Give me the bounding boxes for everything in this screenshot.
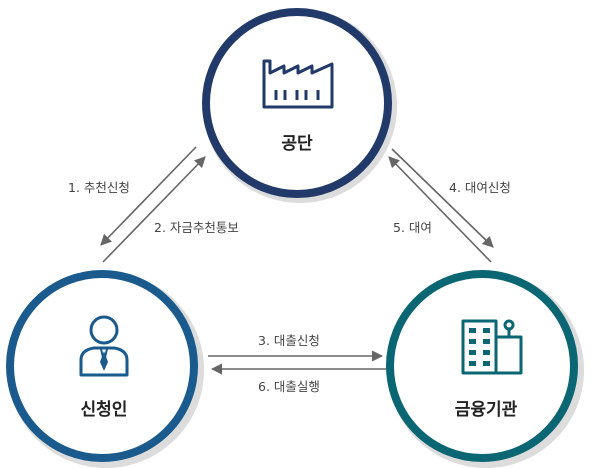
node-label-bank: 금융기관 xyxy=(455,400,518,420)
node-label-applicant: 신청인 xyxy=(81,399,128,420)
factory-icon xyxy=(262,59,334,109)
arrow-loan xyxy=(388,156,492,263)
node-label-agency: 공단 xyxy=(281,134,313,154)
arrow-fund-notice xyxy=(102,156,206,263)
edge-label-loan-execution: 6. 대출실행 xyxy=(258,379,320,394)
arrows xyxy=(100,146,494,375)
arrow-recommend-request xyxy=(100,146,197,246)
building-icon xyxy=(461,319,523,375)
node-agency: 공단 xyxy=(202,8,397,203)
node-applicant: 신청인 xyxy=(6,270,204,468)
arrow-loan-application xyxy=(391,148,494,248)
edge-label-loan-request: 3. 대출신청 xyxy=(258,333,320,348)
edge-label-loan-application: 4. 대여신청 xyxy=(449,180,511,195)
person-icon xyxy=(79,315,129,377)
edge-label-fund-notice: 2. 자금추천통보 xyxy=(154,220,239,235)
edge-label-loan: 5. 대여 xyxy=(393,220,432,235)
node-bank: 금융기관 xyxy=(386,270,584,468)
edge-label-recommend-request: 1. 추천신청 xyxy=(68,180,130,195)
